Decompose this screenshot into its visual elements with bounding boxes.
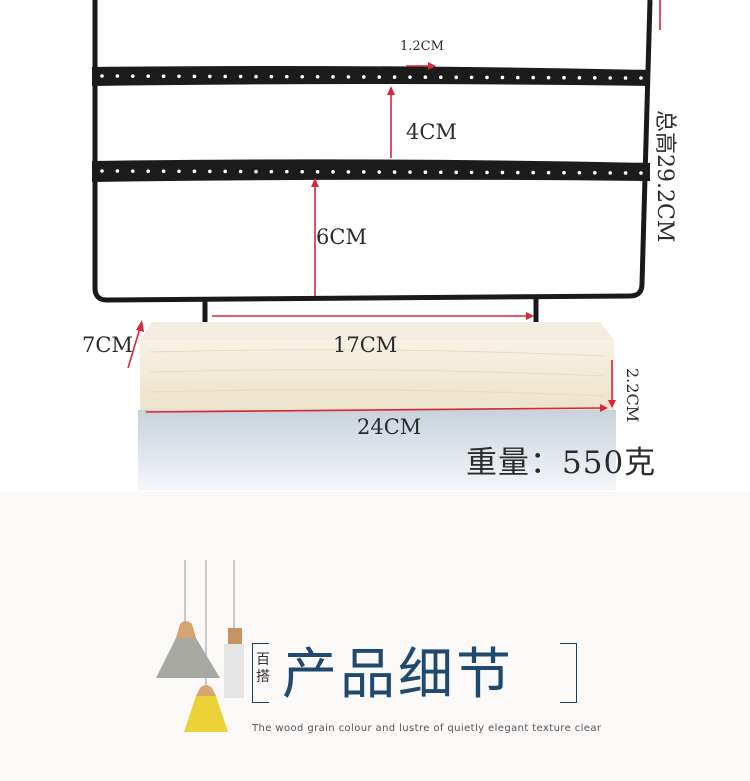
earring-hole	[639, 76, 643, 80]
earring-hole	[161, 74, 166, 79]
earring-hole	[546, 75, 551, 80]
earring-hole	[131, 74, 135, 78]
earring-hole	[362, 75, 366, 79]
earring-hole	[177, 74, 181, 79]
earring-hole	[254, 169, 258, 174]
earring-hole	[269, 74, 274, 79]
earring-hole	[377, 75, 382, 79]
earring-hole	[392, 75, 397, 79]
earring-hole	[115, 74, 120, 78]
earring-hole	[593, 76, 597, 80]
earring-bar-bottom	[92, 159, 650, 182]
earring-hole	[531, 75, 535, 80]
earring-hole	[331, 170, 335, 174]
title-bracket-right	[560, 643, 577, 703]
earring-bar-top	[92, 66, 650, 86]
earring-hole	[623, 76, 628, 80]
earring-hole	[254, 74, 258, 79]
earring-hole	[238, 74, 243, 79]
earring-hole	[208, 169, 212, 174]
base-height-label: 2.2CM	[623, 368, 642, 423]
earring-hole	[485, 75, 489, 80]
earring-hole	[439, 75, 443, 80]
section-subtitle: The wood grain colour and lustre of quie…	[252, 723, 602, 734]
earring-hole	[238, 169, 243, 174]
table-reflection	[138, 410, 616, 490]
earring-hole	[516, 75, 520, 80]
earring-hole	[285, 74, 289, 79]
earring-hole	[593, 171, 597, 175]
earring-hole	[423, 75, 428, 79]
earring-hole	[177, 169, 181, 174]
leg-span-label: 17CM	[333, 333, 398, 357]
earring-hole	[115, 169, 120, 173]
earring-hole	[223, 169, 227, 174]
earring-hole	[516, 170, 520, 175]
earring-hole	[469, 170, 474, 175]
earring-hole	[269, 169, 274, 174]
earring-hole	[392, 170, 397, 174]
section-small-label: 百搭	[256, 652, 270, 685]
hole-spacing-label: 1.2CM	[400, 39, 444, 54]
earring-hole	[562, 170, 566, 175]
earring-hole	[100, 169, 104, 173]
earring-hole	[146, 169, 150, 173]
earring-hole	[485, 170, 489, 175]
product-photo: 1.2CM 4CM 6CM 7CM 17CM 24CM 2.2CM 总高29.2…	[82, 0, 677, 490]
lamps-decoration	[156, 560, 244, 732]
earring-hole	[362, 170, 366, 174]
earring-hole	[161, 169, 166, 174]
earring-hole	[131, 169, 135, 173]
earring-hole	[300, 74, 305, 79]
section-title: 产品细节	[282, 642, 515, 706]
earring-hole	[562, 75, 566, 80]
earring-hole	[315, 170, 320, 174]
total-height-label: 总高29.2CM	[652, 110, 677, 243]
earring-hole	[346, 170, 351, 174]
earring-hole	[639, 171, 643, 175]
earring-hole	[423, 170, 428, 174]
earring-hole	[500, 75, 505, 80]
earring-hole	[100, 74, 104, 78]
earring-hole	[300, 169, 305, 174]
bar-gap-label: 4CM	[406, 120, 457, 144]
earring-hole	[208, 74, 212, 79]
earring-hole	[285, 169, 289, 174]
pendant-lamp-grey-icon	[156, 621, 220, 678]
earring-hole	[223, 74, 227, 79]
earring-hole	[577, 170, 582, 175]
earring-hole	[608, 171, 612, 175]
earring-hole	[469, 75, 474, 80]
weight-label: 重量：550克	[466, 445, 657, 481]
earring-hole	[454, 170, 459, 175]
measurement-arrows	[127, 0, 661, 413]
pendant-lamp-white-icon	[224, 628, 244, 698]
earring-hole	[546, 170, 551, 175]
earring-hole	[346, 75, 351, 79]
base-width-label: 24CM	[357, 415, 422, 439]
earring-hole	[454, 75, 459, 80]
section-header-area	[0, 492, 750, 781]
earring-hole	[531, 170, 535, 175]
wooden-base	[140, 322, 614, 410]
jewelry-stand-illustration	[92, 0, 661, 490]
earring-hole	[577, 75, 582, 80]
earring-hole	[377, 170, 382, 174]
earring-hole	[623, 171, 628, 175]
earring-hole	[192, 169, 197, 174]
base-depth-label: 7CM	[82, 333, 133, 357]
title-bracket-left	[252, 643, 269, 703]
earring-hole	[608, 76, 612, 80]
bottom-gap-label: 6CM	[316, 225, 367, 249]
earring-hole	[500, 170, 505, 175]
earring-hole	[315, 75, 320, 79]
earring-hole	[192, 74, 197, 79]
pendant-lamp-yellow-icon	[184, 685, 228, 732]
earring-hole	[408, 170, 412, 174]
earring-hole	[439, 170, 443, 175]
earring-hole	[331, 75, 335, 79]
earring-hole	[146, 74, 150, 78]
earring-hole	[408, 75, 412, 79]
